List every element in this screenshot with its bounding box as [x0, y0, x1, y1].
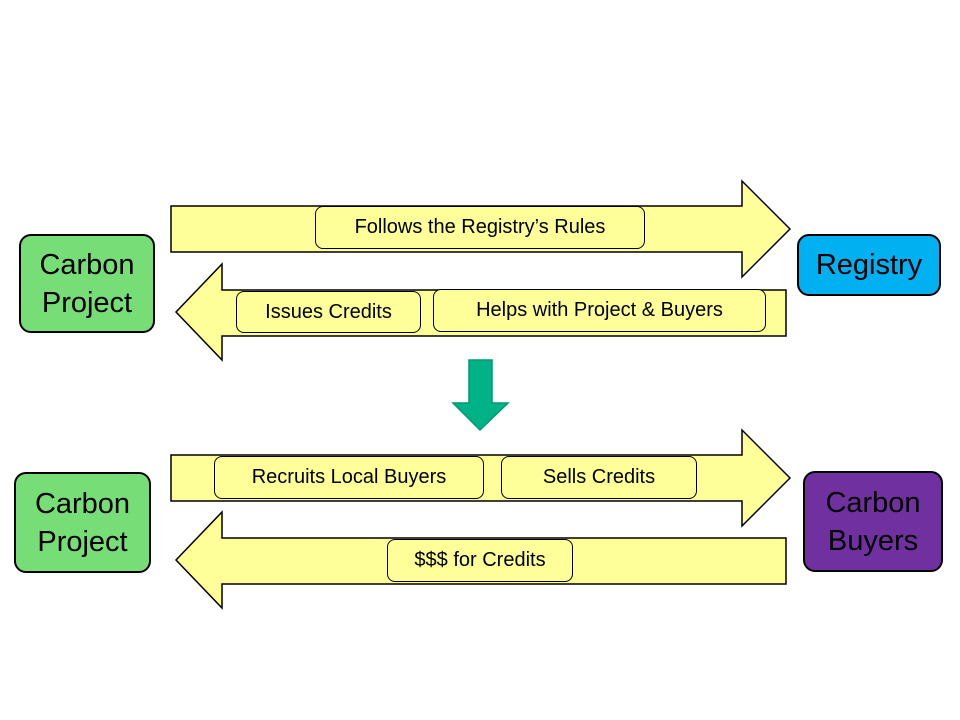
- transition-down-arrow: [451, 359, 510, 432]
- label-helps-project-buyers: Helps with Project & Buyers: [433, 289, 766, 332]
- node-carbon-project-bottom: Carbon Project: [14, 472, 151, 573]
- label-follows-rules: Follows the Registry’s Rules: [315, 206, 645, 249]
- node-registry: Registry: [797, 234, 941, 296]
- node-carbon-project-top: Carbon Project: [19, 234, 155, 333]
- label-recruits-local-buyers: Recruits Local Buyers: [214, 456, 484, 499]
- label-sells-credits: Sells Credits: [501, 456, 697, 499]
- label-issues-credits: Issues Credits: [236, 291, 421, 333]
- node-carbon-buyers: Carbon Buyers: [803, 471, 943, 572]
- label-payment-for-credits: $$$ for Credits: [387, 539, 573, 582]
